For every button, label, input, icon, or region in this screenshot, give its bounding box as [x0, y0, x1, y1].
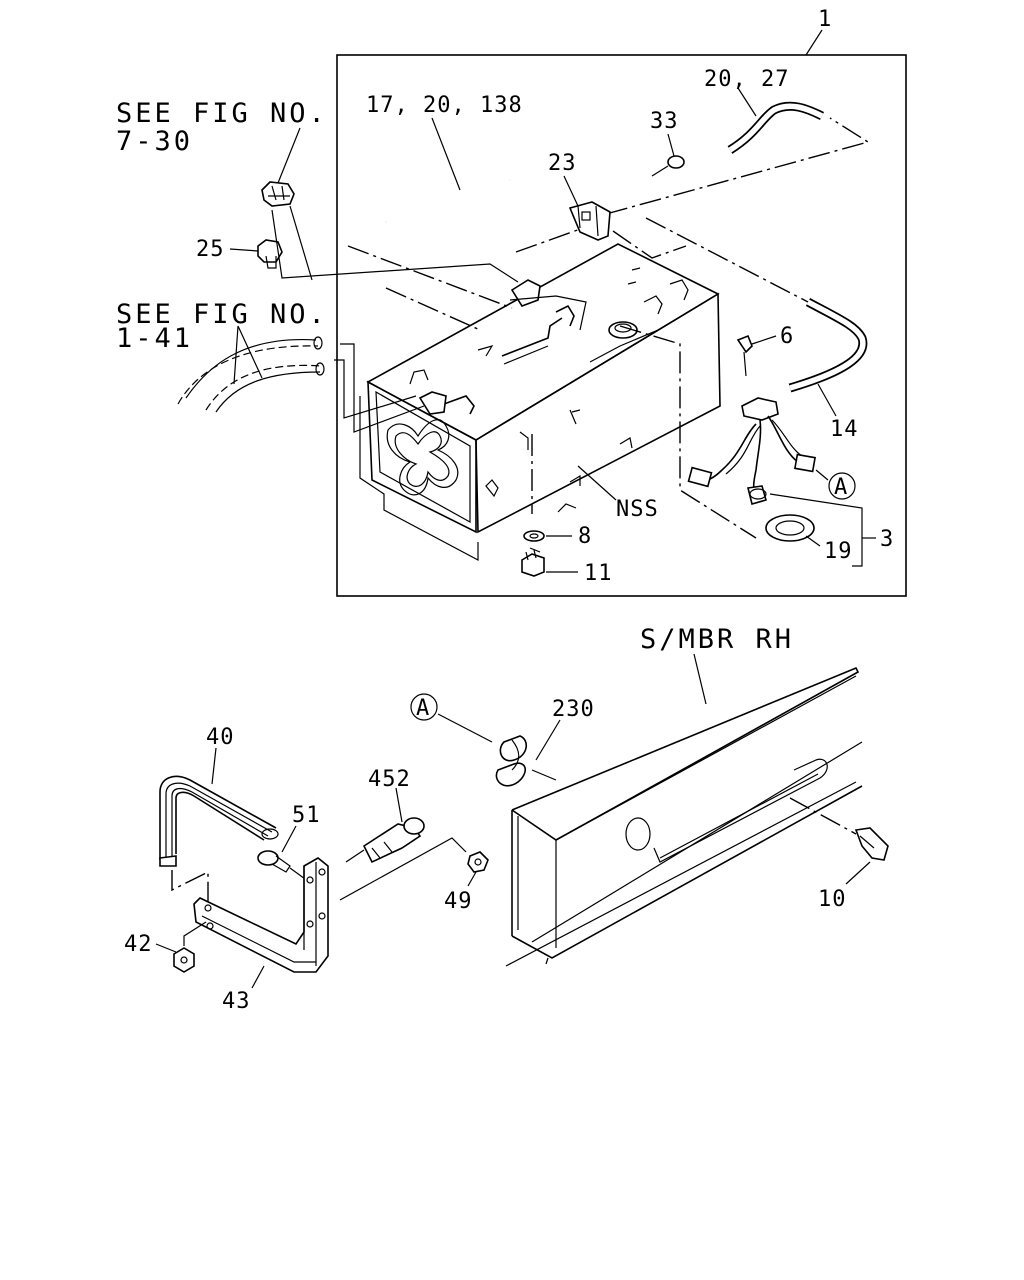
leader-1 [805, 29, 823, 56]
filler-leader-line [271, 209, 519, 283]
fuel-tank [366, 243, 721, 534]
label-452[interactable]: 452 [368, 767, 411, 792]
clip-230 [495, 735, 527, 787]
leader-14 [817, 383, 837, 417]
side-member-rh [505, 666, 863, 967]
leader-452 [395, 787, 403, 823]
nut-42 [173, 947, 195, 973]
dashline-top-left [509, 295, 587, 331]
leader-20-27 [737, 87, 757, 117]
dashline-hose-b [605, 117, 870, 215]
bolt-452 [345, 817, 425, 864]
marker-a[interactable]: A [834, 475, 848, 500]
leader-19 [805, 535, 821, 547]
label-6[interactable]: 6 [780, 324, 794, 349]
label-nss[interactable]: NSS [616, 497, 659, 522]
hose-20-27 [727, 101, 825, 154]
label-20-27[interactable]: 20, 27 [704, 67, 789, 92]
leader-23 [563, 175, 579, 207]
label-19[interactable]: 19 [824, 539, 853, 564]
dashline-band-40 [171, 870, 209, 902]
leader-17-20-138 [431, 117, 461, 191]
drain-plug-11 [521, 547, 545, 577]
see-fig-1-41-line2[interactable]: 1-41 [116, 323, 193, 354]
marker-a2[interactable]: A [416, 696, 430, 721]
nut-49 [467, 851, 489, 873]
leader-nss [577, 465, 617, 501]
bracket-3 [769, 493, 863, 567]
dashline-clip-23 [515, 221, 687, 259]
dashline-clip-10 [789, 797, 857, 835]
hose-14 [788, 298, 868, 393]
label-51[interactable]: 51 [292, 803, 321, 828]
see-fig-1-41-line1[interactable]: SEE FIG NO. [116, 299, 328, 330]
inlet-hoses [177, 336, 325, 413]
label-17-20-138[interactable]: 17, 20, 138 [366, 93, 523, 118]
clip-10 [854, 827, 889, 861]
marker-a2-circle [410, 693, 438, 721]
leader-25 [229, 248, 259, 252]
label-14[interactable]: 14 [830, 417, 859, 442]
label-43[interactable]: 43 [222, 989, 251, 1014]
label-230[interactable]: 230 [552, 697, 595, 722]
leader-marker-a2 [437, 713, 493, 743]
clip-23 [568, 201, 611, 241]
fuel-sender-3 [687, 397, 817, 505]
dashline-sender [619, 325, 757, 539]
leader-10 [845, 861, 871, 885]
screw-6 [736, 334, 753, 377]
label-3[interactable]: 3 [880, 527, 894, 552]
screw-33 [651, 155, 685, 177]
label-11[interactable]: 11 [584, 561, 613, 586]
dashline-hose-a [347, 245, 513, 331]
dashline-hose-14 [645, 217, 809, 303]
inlet-connect-bracket [334, 343, 425, 433]
dashline-fitting [589, 329, 659, 363]
leader-cap-25-up [289, 205, 313, 281]
dashline-bolt-452 [339, 837, 467, 901]
label-40[interactable]: 40 [206, 725, 235, 750]
leader-6 [751, 335, 777, 345]
label-side-member[interactable]: S/MBR RH [640, 624, 794, 655]
leader-42 [155, 943, 177, 953]
gasket-19 [765, 514, 815, 542]
tank-frame-guide [359, 396, 479, 561]
marker-a-circle [828, 472, 856, 500]
leader-40 [211, 747, 217, 785]
leader-43 [251, 965, 265, 989]
label-8[interactable]: 8 [578, 524, 592, 549]
leader-see-fig-1-41 [233, 325, 263, 385]
label-25[interactable]: 25 [196, 237, 225, 262]
see-fig-7-30-line1[interactable]: SEE FIG NO. [116, 98, 328, 129]
label-49[interactable]: 49 [444, 889, 473, 914]
leader-230 [535, 719, 561, 761]
filler-cap [261, 181, 295, 207]
leader-33 [667, 133, 675, 157]
leader-49 [467, 871, 477, 887]
label-10[interactable]: 10 [818, 887, 847, 912]
leader-a-marker [815, 469, 829, 481]
label-42[interactable]: 42 [124, 932, 153, 957]
label-23[interactable]: 23 [548, 151, 577, 176]
bracket-43 [193, 857, 329, 973]
strap-band-40 [159, 775, 279, 867]
assembly-frame [336, 54, 907, 597]
label-1[interactable]: 1 [818, 7, 832, 32]
see-fig-7-30-line2[interactable]: 7-30 [116, 126, 193, 157]
leader-230-dash [531, 769, 557, 781]
leader-see-fig-7-30 [277, 127, 301, 184]
leader-51 [281, 825, 297, 853]
leader-side-member [693, 653, 707, 705]
dashline-nut-42 [183, 921, 207, 946]
label-33[interactable]: 33 [650, 109, 679, 134]
hose-17-20-138 [384, 176, 511, 225]
washer-8 [523, 530, 545, 542]
bolt-51 [257, 850, 291, 873]
